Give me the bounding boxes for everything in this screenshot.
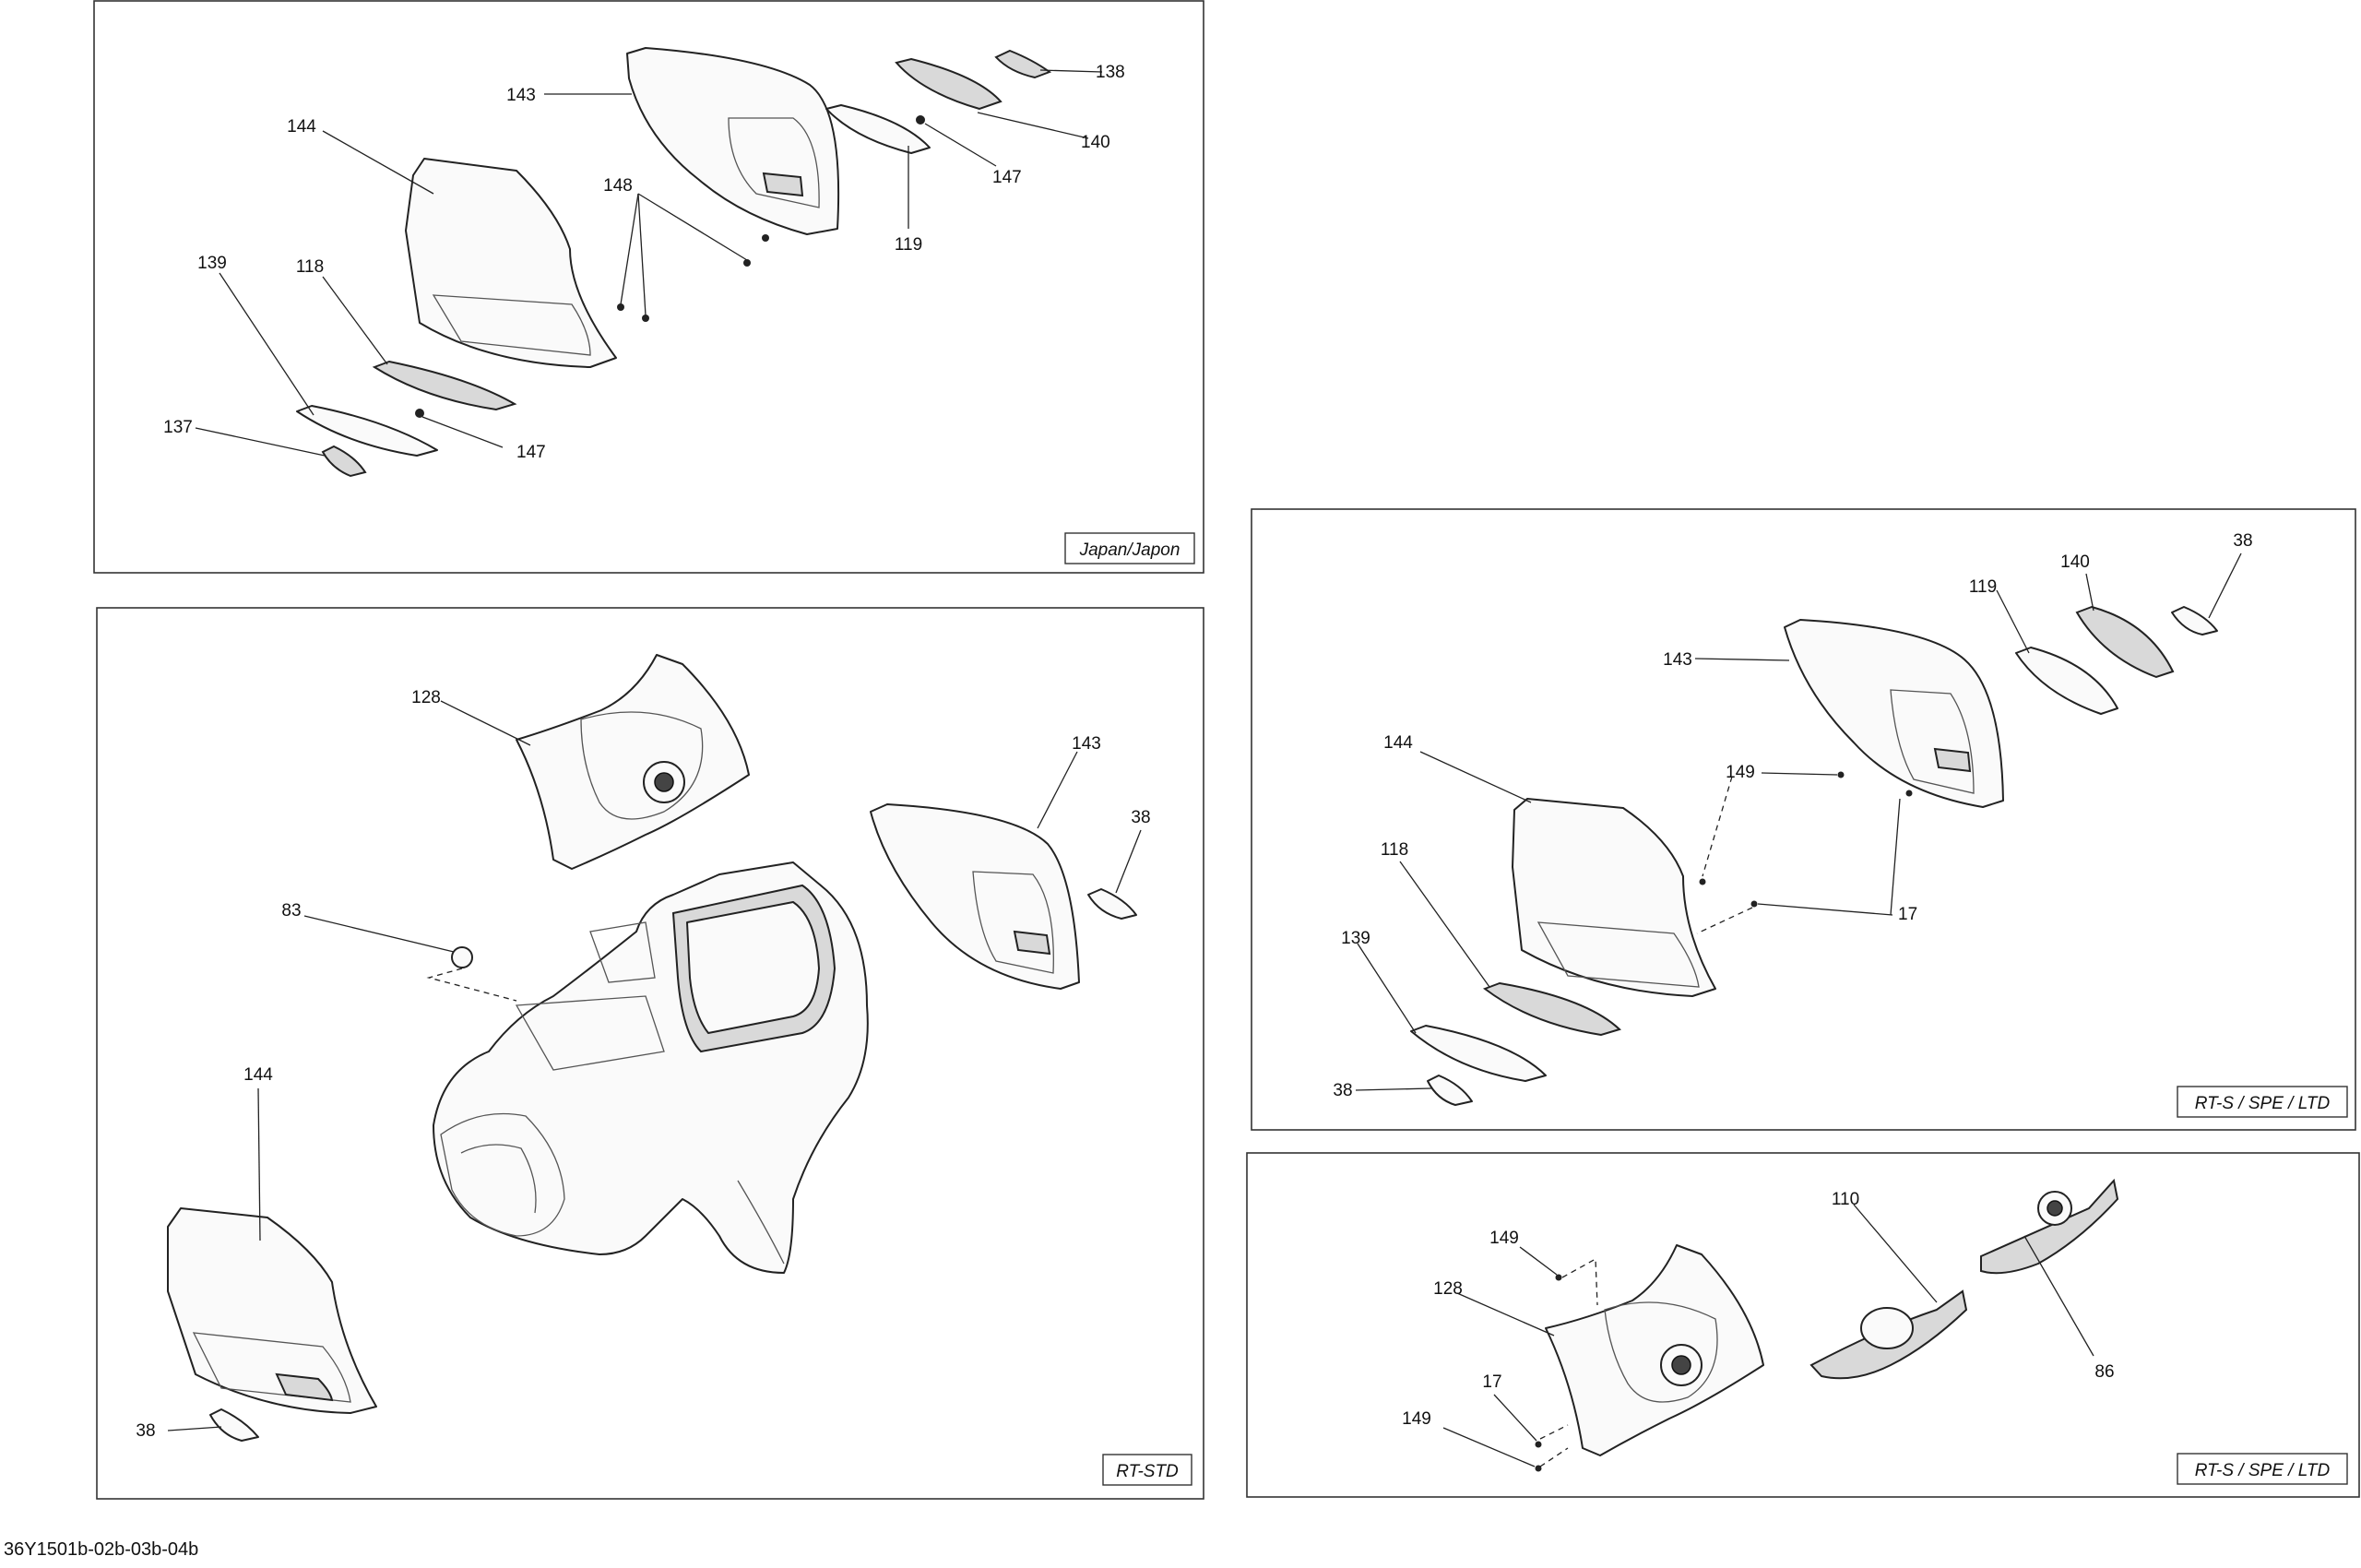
screw-3 bbox=[743, 259, 751, 267]
panel-japan: Japan/Japon bbox=[93, 0, 1204, 574]
part-83-cap bbox=[451, 946, 473, 968]
diagram-reference-code: 36Y1501b-02b-03b-04b bbox=[4, 1539, 199, 1560]
callout-147-top: 147 bbox=[992, 168, 1022, 187]
part-128-cover bbox=[516, 654, 750, 870]
callout-140: 140 bbox=[1081, 133, 1110, 152]
callout-149: 149 bbox=[1726, 763, 1755, 782]
callout-118: 118 bbox=[296, 257, 324, 277]
callout-143: 143 bbox=[1663, 650, 1692, 670]
panel-rt-std: RT-STD bbox=[96, 607, 1204, 1500]
callout-140: 140 bbox=[2060, 552, 2090, 572]
callout-137: 137 bbox=[163, 418, 193, 437]
callout-138: 138 bbox=[1096, 63, 1125, 82]
washer-147-bottom bbox=[415, 409, 424, 418]
part-110-bezel bbox=[1809, 1289, 1968, 1380]
screw-149 bbox=[1837, 771, 1845, 778]
screw-17 bbox=[1535, 1441, 1542, 1448]
part-38-lens-bottom bbox=[1427, 1075, 1473, 1106]
callout-119: 119 bbox=[1969, 577, 1997, 597]
part-38-lens-top bbox=[2171, 606, 2218, 636]
panel-tag-box bbox=[2177, 1086, 2348, 1118]
part-128-cover bbox=[1545, 1244, 1764, 1456]
callout-148: 148 bbox=[603, 176, 633, 196]
panel-tag: Japan/Japon bbox=[1079, 540, 1180, 560]
callout-149-top: 149 bbox=[1489, 1229, 1519, 1248]
callout-110: 110 bbox=[1832, 1190, 1859, 1209]
callout-144: 144 bbox=[287, 117, 316, 137]
screw-149-top bbox=[1555, 1274, 1562, 1281]
callout-128: 128 bbox=[411, 688, 441, 707]
part-143-cover bbox=[870, 803, 1080, 990]
panel-rt-s-lower: RT-S / SPE / LTD 110 149 128 bbox=[1246, 1152, 2360, 1498]
callout-17: 17 bbox=[1482, 1372, 1501, 1392]
part-138-lens bbox=[994, 49, 1052, 79]
part-144-shell bbox=[1512, 798, 1716, 997]
part-137-lens bbox=[321, 445, 367, 478]
part-140-trim bbox=[2075, 605, 2175, 679]
callout-143: 143 bbox=[1072, 734, 1101, 754]
part-139-trim bbox=[296, 405, 438, 457]
part-143-cover bbox=[626, 47, 840, 235]
part-38-lens-bottom bbox=[209, 1408, 259, 1442]
callout-38-bottom: 38 bbox=[136, 1421, 155, 1441]
panel-rt-s-upper: RT-S / SPE / LTD bbox=[1251, 508, 2356, 1131]
callout-139: 139 bbox=[1341, 929, 1370, 948]
callout-128: 128 bbox=[1433, 1279, 1463, 1299]
callout-144: 144 bbox=[1383, 733, 1413, 753]
part-86-bezel bbox=[1980, 1178, 2119, 1275]
screw-17-upper bbox=[1905, 790, 1913, 797]
panel-tag-box bbox=[1064, 532, 1195, 564]
part-118-trim bbox=[372, 360, 517, 411]
callout-147-bottom: 147 bbox=[516, 443, 546, 462]
callout-83: 83 bbox=[281, 901, 301, 921]
panel-tag-box bbox=[2177, 1453, 2348, 1485]
part-38-lens bbox=[1087, 888, 1137, 920]
callout-38-top: 38 bbox=[2233, 531, 2252, 551]
panel-tag-box bbox=[1102, 1454, 1192, 1486]
part-console-housing bbox=[433, 861, 869, 1274]
washer-147-top bbox=[916, 115, 925, 125]
part-139-trim bbox=[1410, 1025, 1547, 1082]
panel-tag: RT-S / SPE / LTD bbox=[2195, 1461, 2331, 1480]
panel-tag: RT-STD bbox=[1116, 1462, 1179, 1481]
callout-86: 86 bbox=[2094, 1362, 2114, 1382]
screw-2 bbox=[642, 315, 649, 322]
callout-119: 119 bbox=[895, 235, 922, 255]
screw-4 bbox=[762, 234, 769, 242]
callout-38-bottom: 38 bbox=[1333, 1081, 1352, 1100]
part-119-trim bbox=[2015, 647, 2118, 715]
callout-139: 139 bbox=[197, 254, 227, 273]
panel-tag: RT-S / SPE / LTD bbox=[2195, 1094, 2331, 1113]
callout-149-bottom: 149 bbox=[1402, 1409, 1431, 1429]
screw-1 bbox=[617, 303, 624, 311]
part-144-shell bbox=[405, 158, 617, 368]
part-140-trim bbox=[895, 57, 1003, 111]
part-119-trim bbox=[825, 104, 931, 154]
callout-143: 143 bbox=[506, 86, 536, 105]
part-118-trim bbox=[1482, 981, 1621, 1037]
part-143-cover bbox=[1784, 619, 2004, 808]
callout-17: 17 bbox=[1898, 905, 1917, 924]
screw-149-lower bbox=[1699, 878, 1706, 885]
callout-144: 144 bbox=[243, 1065, 273, 1085]
callout-38-top: 38 bbox=[1131, 808, 1150, 827]
callout-118: 118 bbox=[1381, 840, 1408, 860]
screw-17 bbox=[1750, 900, 1758, 908]
screw-149-bottom bbox=[1535, 1465, 1542, 1472]
part-144-shell bbox=[167, 1207, 377, 1414]
